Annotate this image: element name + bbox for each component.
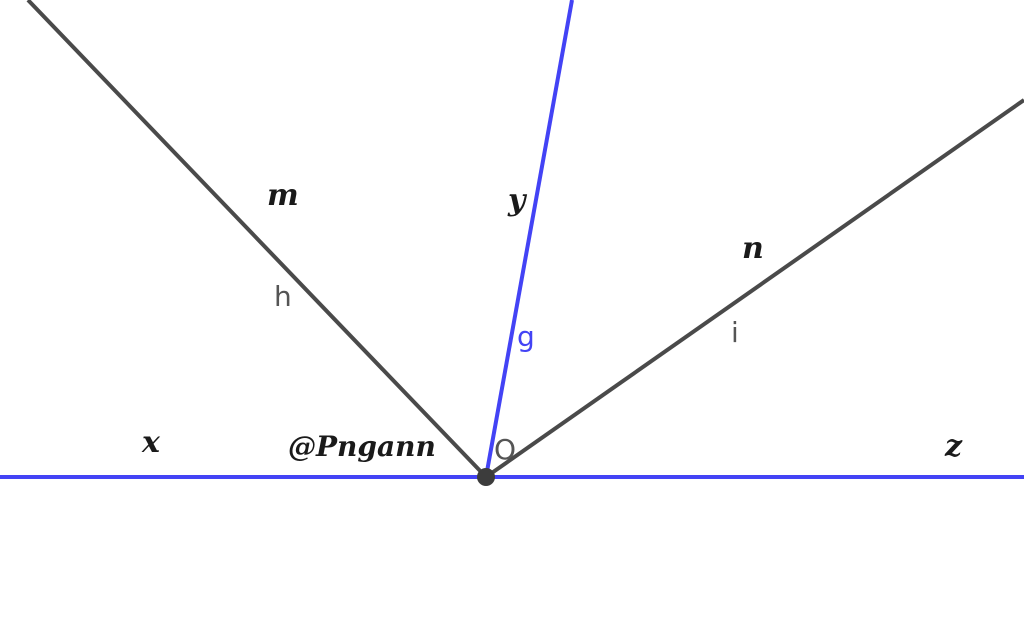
label-z: z: [944, 429, 963, 464]
watermark-text: @Pngann: [288, 430, 436, 463]
label-O: O: [494, 433, 516, 466]
ray-i[interactable]: [484, 98, 1024, 479]
label-y: y: [507, 183, 528, 218]
label-h: h: [274, 280, 292, 313]
label-i: i: [731, 316, 739, 349]
label-x: x: [141, 425, 161, 460]
ray-h[interactable]: [26, 0, 488, 479]
point-O[interactable]: [477, 468, 495, 486]
label-m: m: [267, 178, 299, 213]
ray-g[interactable]: [484, 0, 574, 478]
label-n: n: [742, 231, 764, 266]
label-g: g: [517, 320, 535, 353]
